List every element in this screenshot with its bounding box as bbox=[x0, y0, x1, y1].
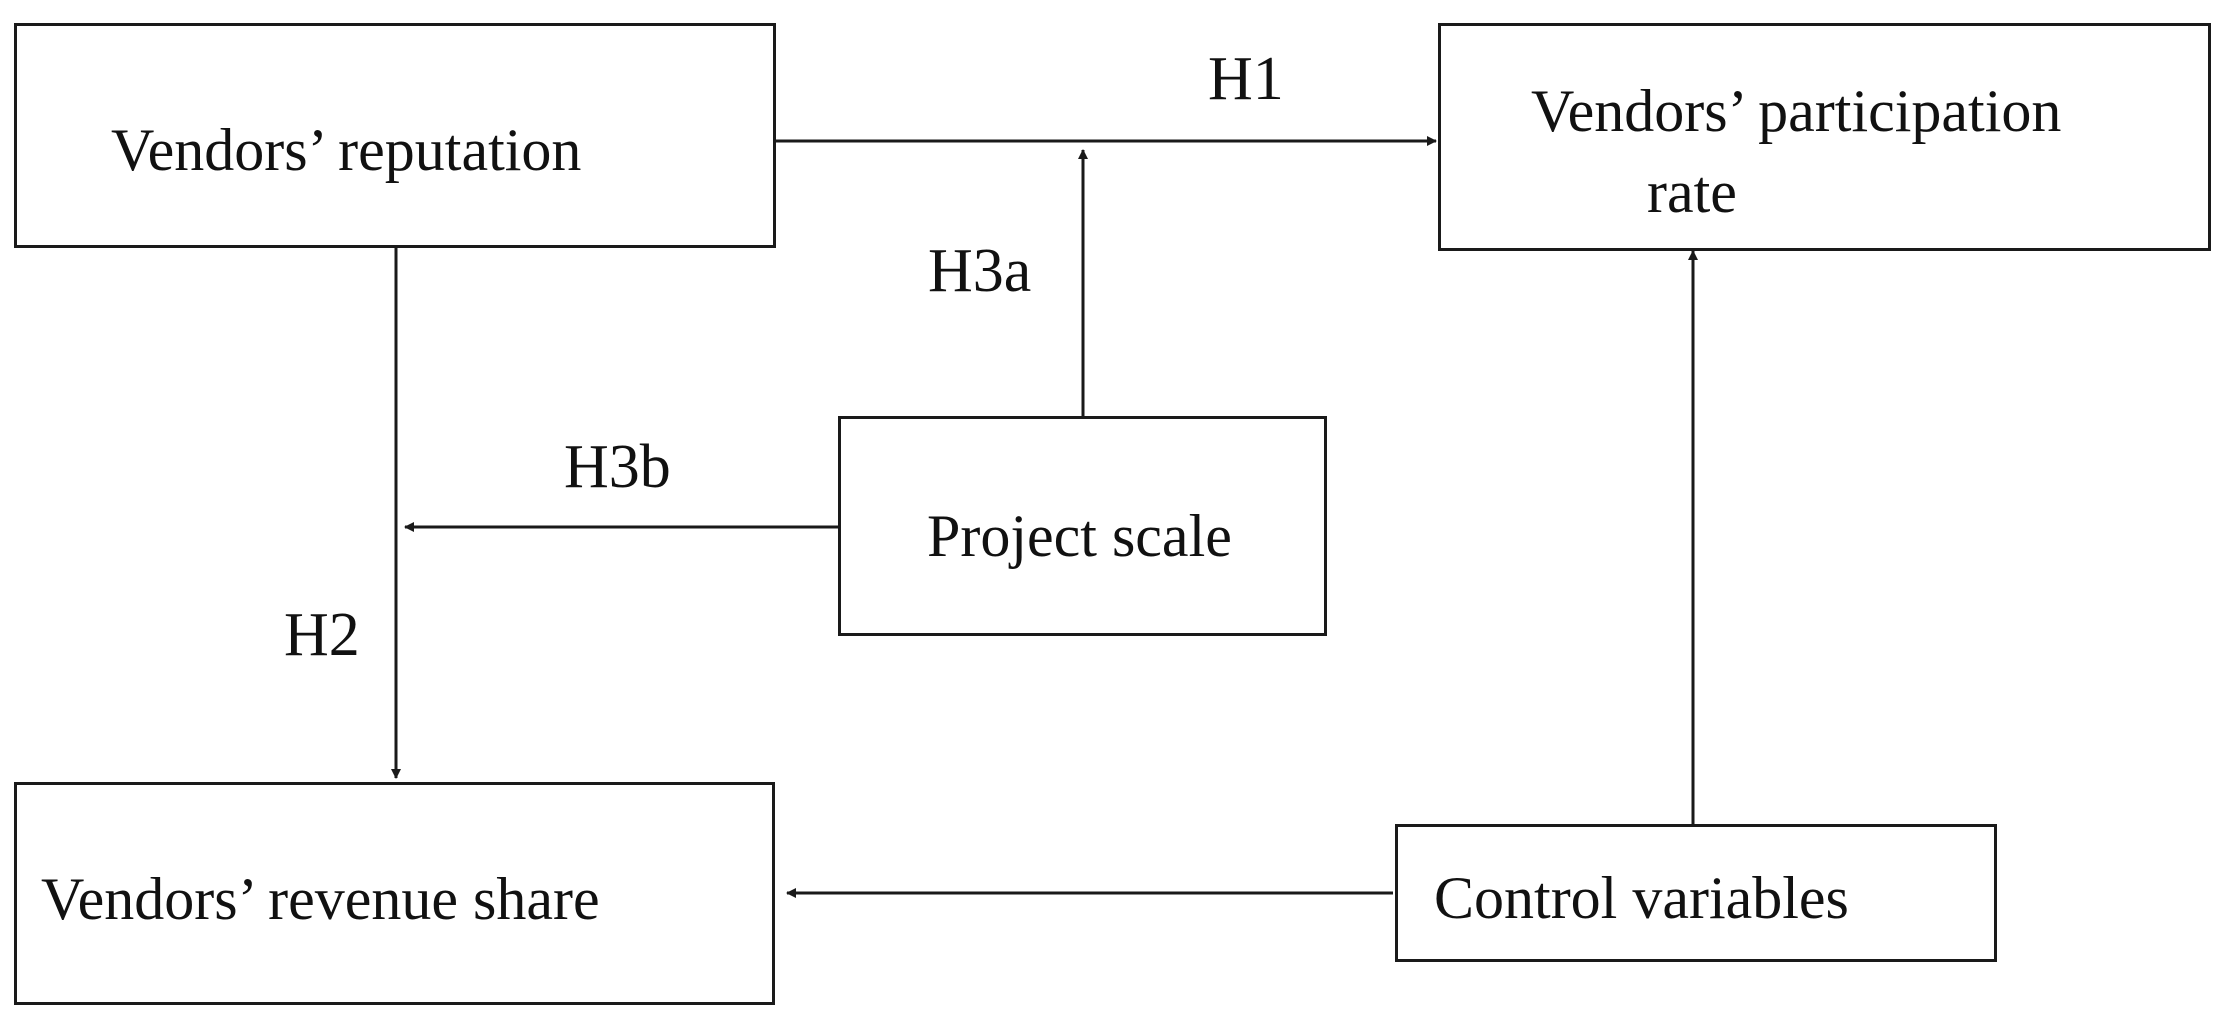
node-control-variables: Control variables bbox=[1395, 824, 1997, 962]
node-participation-label-line1: Vendors’ participation bbox=[1531, 78, 2062, 144]
hypothesis-h2-label: H2 bbox=[284, 601, 360, 669]
node-vendors-reputation-label: Vendors’ reputation bbox=[111, 117, 582, 183]
node-participation-label-line2: rate bbox=[1647, 159, 1737, 225]
node-control-variables-label: Control variables bbox=[1434, 865, 1849, 931]
node-vendors-reputation: Vendors’ reputation bbox=[14, 23, 776, 248]
hypothesis-h3a-label: H3a bbox=[928, 237, 1032, 305]
node-vendors-participation-rate: Vendors’ participation rate bbox=[1438, 23, 2211, 251]
node-vendors-revenue-share-label: Vendors’ revenue share bbox=[41, 866, 600, 932]
node-vendors-revenue-share: Vendors’ revenue share bbox=[14, 782, 775, 1005]
node-project-scale-label: Project scale bbox=[927, 503, 1232, 569]
hypothesis-h1-label: H1 bbox=[1208, 45, 1284, 113]
node-project-scale: Project scale bbox=[838, 416, 1327, 636]
hypothesis-h3b-label: H3b bbox=[564, 433, 671, 501]
